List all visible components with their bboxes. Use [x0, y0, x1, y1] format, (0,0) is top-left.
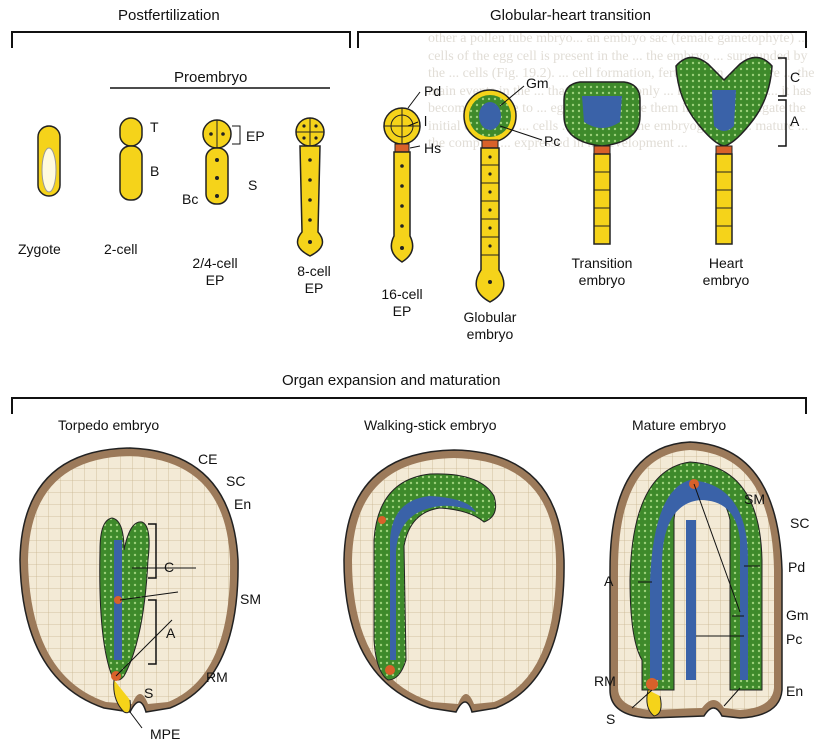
heart-embryo-shape — [676, 57, 786, 244]
label-B: B — [150, 164, 159, 178]
bracket-globular-heart — [358, 32, 806, 48]
label-C-left: C — [164, 560, 174, 574]
label-CE: CE — [198, 452, 217, 466]
label-T: T — [150, 120, 159, 134]
transition-embryo-shape — [564, 82, 640, 244]
caption-zygote: Zygote — [18, 242, 61, 256]
label-SM-right: SM — [744, 492, 765, 506]
label-RM-left: RM — [206, 670, 228, 684]
label-SM-left: SM — [240, 592, 261, 606]
label-C-top: C — [790, 70, 800, 84]
caption-sixteen-cell-line1: 16-cell — [381, 287, 422, 301]
label-Pd-top: Pd — [424, 84, 441, 98]
caption-sixteen-cell-line2: EP — [393, 304, 412, 318]
mature-seed-shape — [610, 442, 782, 718]
caption-globular-line2: embryo — [467, 327, 514, 341]
label-En-left: En — [234, 497, 251, 511]
label-SC-right: SC — [790, 516, 809, 530]
section-globular-heart: Globular-heart transition — [490, 8, 651, 23]
caption-four-cell-line1: 2/4-cell — [192, 256, 237, 270]
caption-heart-line1: Heart — [709, 256, 743, 270]
label-l: l — [424, 114, 427, 128]
label-EP: EP — [246, 129, 265, 143]
label-Pc-right: Pc — [786, 632, 802, 646]
label-Pd-right: Pd — [788, 560, 805, 574]
section-organ-expansion: Organ expansion and maturation — [282, 373, 500, 388]
label-RM-right: RM — [594, 674, 616, 688]
section-postfertilization: Postfertilization — [118, 8, 220, 23]
two-cell-shape — [120, 118, 142, 200]
label-S-left: S — [144, 686, 153, 700]
sixteen-cell-shape — [384, 108, 420, 262]
label-MPE: MPE — [150, 727, 180, 741]
caption-globular-line1: Globular — [464, 310, 517, 324]
label-S-right: S — [606, 712, 615, 726]
caption-eight-cell-line2: EP — [305, 281, 324, 295]
caption-transition-line1: Transition — [572, 256, 633, 270]
label-En-right: En — [786, 684, 803, 698]
caption-mature: Mature embryo — [632, 418, 726, 432]
label-A-left: A — [166, 626, 175, 640]
eight-cell-shape — [296, 118, 324, 256]
caption-transition-line2: embryo — [579, 273, 626, 287]
section-proembryo: Proembryo — [174, 70, 247, 85]
zygote-shape — [38, 126, 60, 196]
label-Hs: Hs — [424, 141, 441, 155]
label-A-right: A — [604, 574, 613, 588]
bracket-postfertilization — [12, 32, 350, 48]
caption-heart-line2: embryo — [703, 273, 750, 287]
label-Pc-top: Pc — [544, 134, 560, 148]
label-Gm-top: Gm — [526, 76, 549, 90]
caption-torpedo: Torpedo embryo — [58, 418, 159, 432]
caption-four-cell-line2: EP — [206, 273, 225, 287]
caption-eight-cell-line1: 8-cell — [297, 264, 330, 278]
four-cell-shape — [203, 120, 231, 204]
walking-stick-seed-shape — [344, 450, 564, 712]
caption-two-cell: 2-cell — [104, 242, 137, 256]
caption-walking-stick: Walking-stick embryo — [364, 418, 497, 432]
label-SC-left: SC — [226, 474, 245, 488]
label-S-top: S — [248, 178, 257, 192]
globular-embryo-shape — [464, 90, 516, 302]
bracket-organ-expansion — [12, 398, 806, 414]
label-A-top: A — [790, 114, 799, 128]
label-Bc: Bc — [182, 192, 198, 206]
label-Gm-right: Gm — [786, 608, 809, 622]
